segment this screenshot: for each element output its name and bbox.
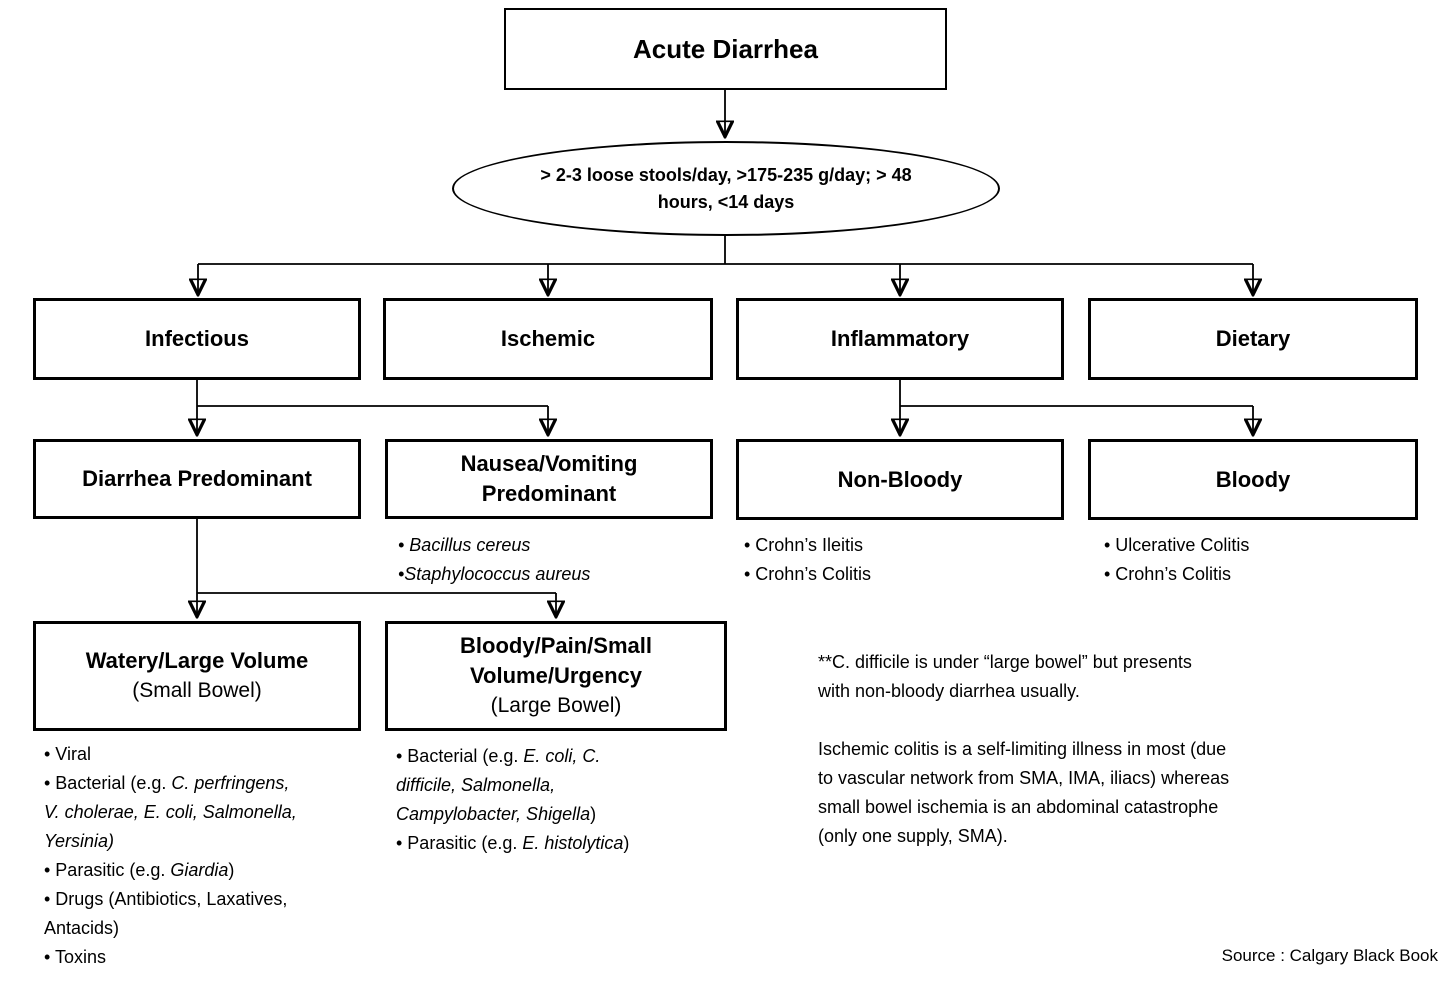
- list-item: Yersinia): [44, 827, 374, 856]
- non-bloody-condition-list: • Crohn’s Ileitis • Crohn’s Colitis: [744, 531, 1064, 589]
- text-run: •Staphylococcus aureus: [398, 564, 591, 584]
- footnote-line: Ischemic colitis is a self-limiting illn…: [818, 739, 1227, 759]
- text-run: ): [228, 860, 235, 880]
- text-run: • Toxins: [44, 947, 106, 967]
- criteria-line: > 2-3 loose stools/day, >175-235 g/day; …: [540, 164, 912, 185]
- list-item: • Bacterial (e.g. C. perfringens,: [44, 769, 374, 798]
- node-diarrhea-predominant: Diarrhea Predominant: [33, 439, 361, 519]
- footnote-line: to vascular network from SMA, IMA, iliac…: [818, 768, 1230, 788]
- text-run: • Crohn’s Colitis: [1104, 564, 1232, 584]
- text-run: Antacids): [44, 918, 120, 938]
- node-acute-diarrhea: Acute Diarrhea: [504, 8, 947, 90]
- source-attribution: Source : Calgary Black Book: [1221, 946, 1438, 965]
- text-run: • Viral: [44, 744, 91, 764]
- node-non-bloody-label: Non-Bloody: [837, 466, 963, 492]
- text-run-italic: V. cholerae, E. coli, Salmonella,: [44, 802, 297, 822]
- list-item: • Crohn’s Ileitis: [744, 531, 1064, 560]
- node-non-bloody: Non-Bloody: [736, 439, 1064, 520]
- connector-inflammatory-to-children: [900, 380, 1253, 432]
- list-item: • Crohn’s Colitis: [1104, 560, 1424, 589]
- node-infectious: Infectious: [33, 298, 361, 380]
- list-item: •Staphylococcus aureus: [398, 560, 728, 589]
- list-item: • Toxins: [44, 943, 374, 972]
- list-item: • Viral: [44, 740, 374, 769]
- node-ischemic-label: Ischemic: [500, 326, 596, 351]
- text-run: • Parasitic (e.g.: [396, 833, 523, 853]
- text-run: ): [623, 833, 630, 853]
- node-criteria-oval: > 2-3 loose stools/day, >175-235 g/day; …: [452, 141, 1000, 236]
- footnote-ischemic-colitis: Ischemic colitis is a self-limiting illn…: [818, 735, 1363, 851]
- footnote-line: **C. difficile is under “large bowel” bu…: [818, 652, 1192, 672]
- list-item: Antacids): [44, 914, 374, 943]
- text-run: • Ulcerative Colitis: [1104, 535, 1250, 555]
- list-item: • Bacillus cereus: [398, 531, 728, 560]
- text-run: • Crohn’s Colitis: [744, 564, 872, 584]
- node-ischemic: Ischemic: [383, 298, 713, 380]
- node-watery-large-volume: Watery/Large Volume (Small Bowel): [33, 621, 361, 731]
- list-item: V. cholerae, E. coli, Salmonella,: [44, 798, 374, 827]
- node-dietary: Dietary: [1088, 298, 1418, 380]
- node-acute-diarrhea-label: Acute Diarrhea: [633, 34, 818, 64]
- text-run: • Parasitic (e.g.: [44, 860, 171, 880]
- text-run: ): [590, 804, 597, 824]
- footnote-cdifficile: **C. difficile is under “large bowel” bu…: [818, 648, 1363, 706]
- text-run-italic: Giardia: [170, 860, 229, 880]
- list-item: • Parasitic (e.g. Giardia): [44, 856, 374, 885]
- bloody-condition-list: • Ulcerative Colitis • Crohn’s Colitis: [1104, 531, 1424, 589]
- node-infectious-label: Infectious: [145, 326, 249, 351]
- node-dietary-label: Dietary: [1215, 326, 1291, 351]
- node-bloody-label: Bloody: [1215, 466, 1291, 492]
- list-item: • Crohn’s Colitis: [744, 560, 1064, 589]
- list-item: • Bacterial (e.g. E. coli, C.: [396, 742, 726, 771]
- bloody-pain-etiology-list: • Bacterial (e.g. E. coli, C. difficile,…: [396, 742, 726, 858]
- connector-criteria-to-level1: [198, 236, 1253, 292]
- node-bloody-pain-small-volume: Bloody/Pain/Small Volume/Urgency (Large …: [385, 621, 727, 731]
- text-run: • Bacterial (e.g.: [44, 773, 172, 793]
- node-inflammatory-label: Inflammatory: [830, 326, 970, 351]
- list-item: • Parasitic (e.g. E. histolytica): [396, 829, 726, 858]
- watery-etiology-list: • Viral • Bacterial (e.g. C. perfringens…: [44, 740, 374, 972]
- text-run-italic: E. coli, C.: [523, 746, 601, 766]
- text-run: • Bacillus cereus: [398, 535, 531, 555]
- node-diarrhea-predominant-label: Diarrhea Predominant: [82, 466, 312, 491]
- node-inflammatory: Inflammatory: [736, 298, 1064, 380]
- node-watery-title: Watery/Large Volume: [85, 648, 309, 673]
- text-run-italic: Campylobacter, Shigella: [396, 804, 591, 824]
- footnote-line: with non-bloody diarrhea usually.: [818, 681, 1080, 701]
- text-run-italic: E. histolytica: [522, 833, 624, 853]
- nausea-vomiting-organism-list: • Bacillus cereus •Staphylococcus aureus: [398, 531, 728, 589]
- node-watery-subtitle: (Small Bowel): [132, 679, 262, 702]
- node-nausea-vomiting-predominant: Nausea/Vomiting Predominant: [385, 439, 713, 519]
- connector-infectious-to-children: [197, 380, 548, 432]
- text-run: • Drugs (Antibiotics, Laxatives,: [44, 889, 288, 909]
- node-bloody-pain-title: Bloody/Pain/Small Volume/Urgency: [460, 633, 652, 688]
- footnote-line: (only one supply, SMA).: [818, 826, 1008, 846]
- text-run-italic: difficile, Salmonella,: [396, 775, 556, 795]
- text-run: • Crohn’s Ileitis: [744, 535, 864, 555]
- criteria-line: hours, <14 days: [657, 191, 795, 212]
- list-item: • Drugs (Antibiotics, Laxatives,: [44, 885, 374, 914]
- node-bloody: Bloody: [1088, 439, 1418, 520]
- node-bloody-pain-subtitle: (Large Bowel): [490, 694, 622, 717]
- list-item: Campylobacter, Shigella): [396, 800, 726, 829]
- text-run: • Bacterial (e.g.: [396, 746, 524, 766]
- text-run-italic: C. perfringens,: [171, 773, 290, 793]
- list-item: • Ulcerative Colitis: [1104, 531, 1424, 560]
- footnote-line: small bowel ischemia is an abdominal cat…: [818, 797, 1219, 817]
- footnotes: **C. difficile is under “large bowel” bu…: [818, 648, 1363, 851]
- list-item: difficile, Salmonella,: [396, 771, 726, 800]
- node-nausea-vomiting-label: Nausea/Vomiting Predominant: [460, 451, 638, 506]
- text-run-italic: Yersinia): [44, 831, 115, 851]
